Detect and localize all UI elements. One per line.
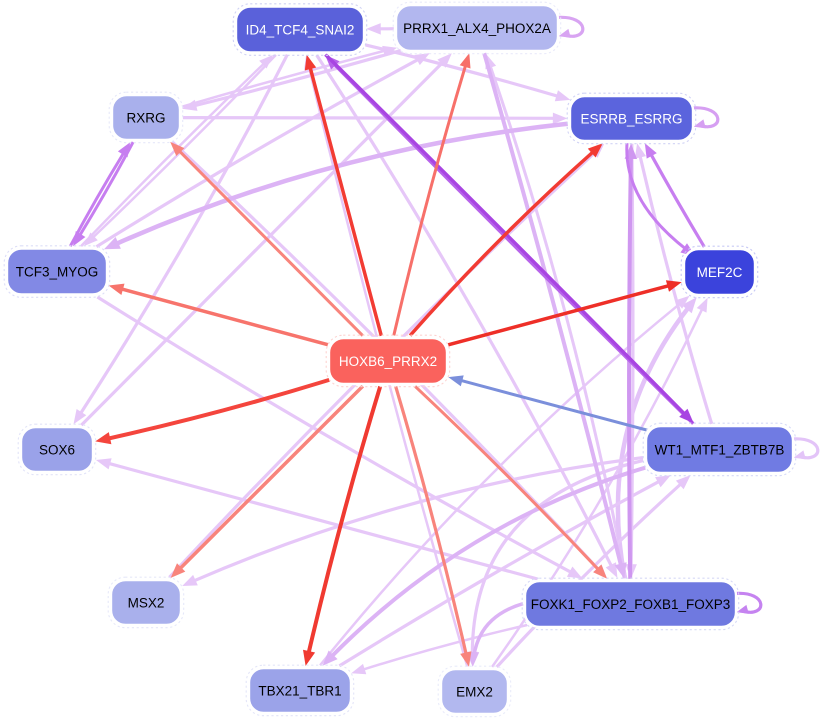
svg-text:RXRG: RXRG: [126, 111, 165, 126]
svg-text:SOX6: SOX6: [39, 443, 75, 458]
svg-text:EMX2: EMX2: [456, 685, 493, 700]
svg-text:FOXK1_FOXP2_FOXB1_FOXP3: FOXK1_FOXP2_FOXB1_FOXP3: [531, 597, 731, 612]
svg-text:TBX21_TBR1: TBX21_TBR1: [258, 684, 341, 699]
svg-text:HOXB6_PRRX2: HOXB6_PRRX2: [339, 354, 437, 369]
svg-text:ESRRB_ESRRG: ESRRB_ESRRG: [580, 112, 682, 127]
svg-text:MEF2C: MEF2C: [697, 265, 743, 280]
svg-text:WT1_MTF1_ZBTB7B: WT1_MTF1_ZBTB7B: [655, 443, 785, 458]
svg-text:TCF3_MYOG: TCF3_MYOG: [16, 265, 99, 280]
svg-text:PRRX1_ALX4_PHOX2A: PRRX1_ALX4_PHOX2A: [403, 21, 551, 36]
svg-text:MSX2: MSX2: [128, 596, 165, 611]
svg-text:ID4_TCF4_SNAI2: ID4_TCF4_SNAI2: [246, 23, 355, 38]
